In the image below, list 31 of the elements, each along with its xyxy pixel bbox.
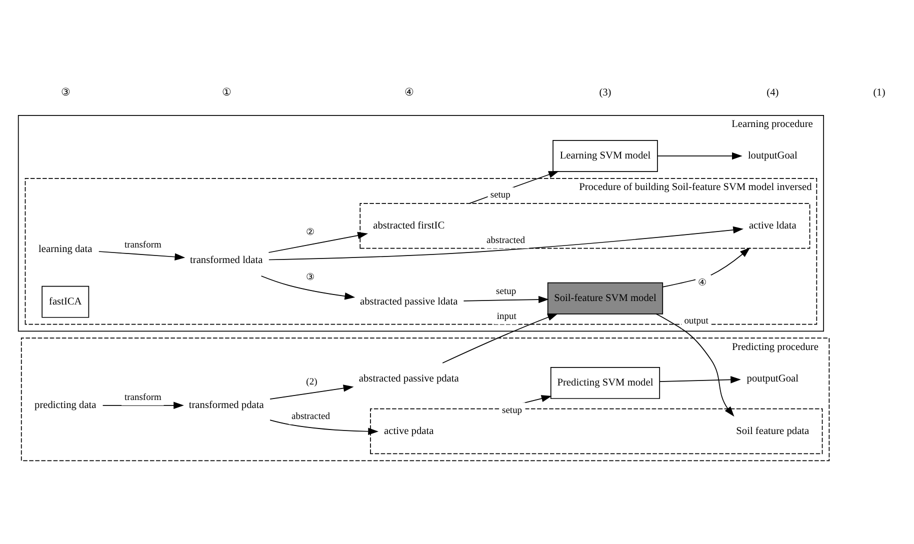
node-text: poutputGoal — [746, 372, 799, 384]
node-text: predicting data — [34, 400, 96, 411]
edge-label: ④ — [698, 278, 706, 288]
node-text: abstracted passive pdata — [358, 372, 459, 384]
edge-label: (2) — [306, 377, 318, 388]
edge-label: setup — [496, 286, 516, 296]
node-text: active ldata — [748, 220, 796, 232]
edge-label: abstracted — [486, 235, 526, 246]
edge-label: setup — [490, 190, 510, 200]
label: (1) — [873, 87, 886, 98]
edge-label: transform — [124, 392, 162, 403]
label: ① — [222, 87, 231, 98]
label: ③ — [60, 87, 70, 98]
label: ④ — [404, 87, 414, 98]
label: (4) — [766, 87, 779, 98]
edge-label: input — [496, 311, 516, 322]
node-text: transformed pdata — [188, 400, 264, 411]
edge-label: ③ — [306, 272, 314, 283]
node-text: abstracted passive ldata — [360, 296, 458, 308]
edge-label: output — [684, 316, 708, 326]
node-text: Soil feature pdata — [736, 425, 810, 436]
node-text: learning data — [38, 243, 92, 254]
edge-label: abstracted — [292, 412, 330, 422]
node-text: transformed ldata — [190, 254, 263, 266]
node-text: loutputGoal — [748, 150, 798, 162]
edge-label: transform — [124, 240, 162, 250]
node-text: active pdata — [384, 425, 434, 436]
label: (3) — [599, 87, 612, 98]
edge-label: ② — [306, 228, 314, 238]
node-text: abstracted firstIC — [373, 220, 445, 232]
edge-label: setup — [502, 405, 522, 416]
